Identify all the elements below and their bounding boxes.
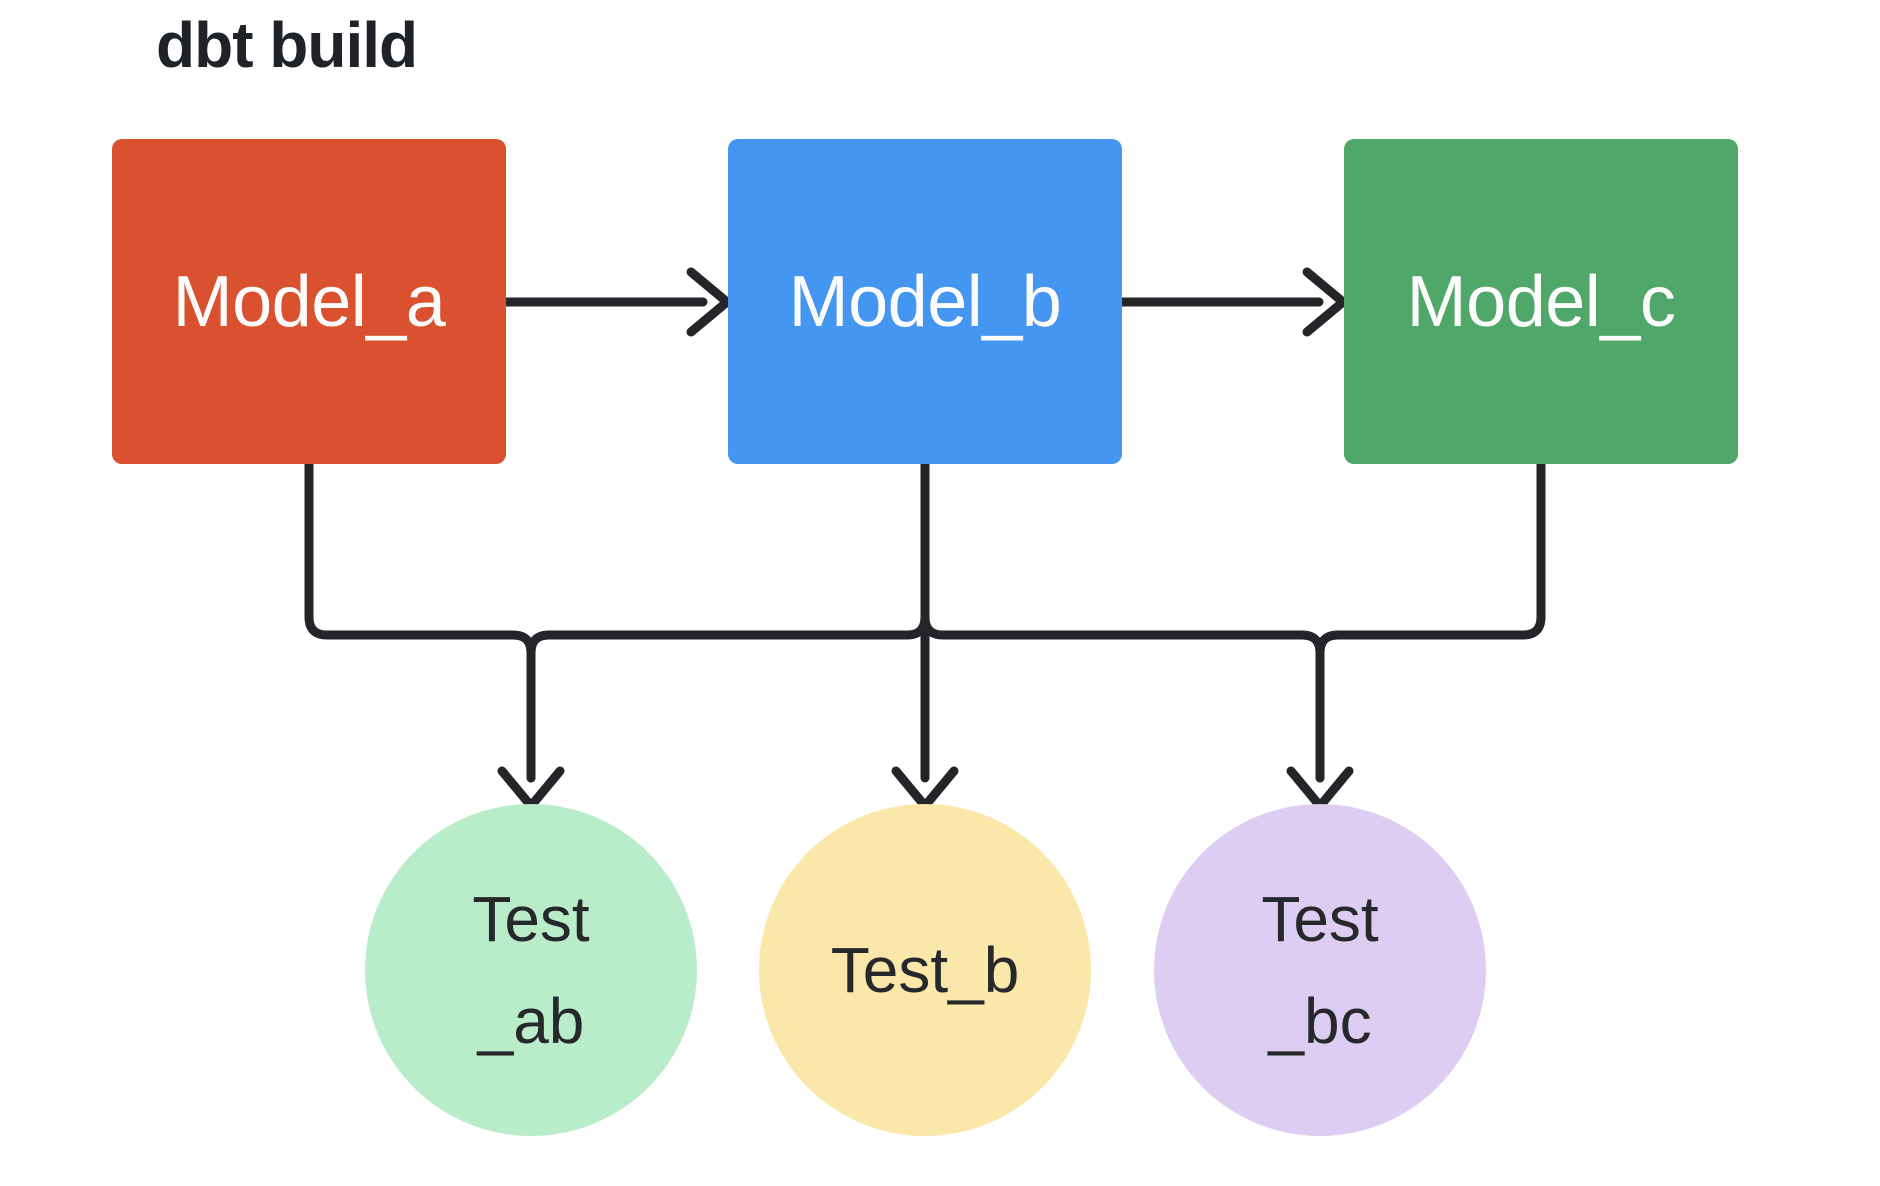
edge-model-a-to-test-ab bbox=[304, 459, 536, 783]
diagram-title: dbt build bbox=[156, 9, 418, 81]
edge-model-c-to-test-bc bbox=[1315, 459, 1546, 783]
model-a-label: Model_a bbox=[172, 261, 446, 342]
node-test-bc: Test _bc bbox=[1154, 804, 1486, 1136]
edge-model-b-to-test-ab bbox=[526, 459, 930, 783]
node-test-b: Test_b bbox=[759, 804, 1091, 1136]
test-bc-label-line1: Test bbox=[1261, 883, 1379, 955]
model-c-label: Model_c bbox=[1406, 261, 1676, 342]
node-model-a: Model_a bbox=[112, 139, 506, 464]
arrowhead-model-a-to-model-b bbox=[686, 267, 732, 337]
node-model-c: Model_c bbox=[1344, 139, 1738, 464]
edge-model-b-to-test-bc bbox=[920, 459, 1325, 783]
test-bc-label-line2: _bc bbox=[1268, 985, 1372, 1057]
test-b-label-line1: Test_b bbox=[830, 934, 1020, 1006]
arrowhead-model-b-to-model-c bbox=[1302, 267, 1348, 337]
test-ab-label-line2: _ab bbox=[477, 985, 585, 1057]
node-test-ab: Test _ab bbox=[365, 804, 697, 1136]
model-b-label: Model_b bbox=[788, 261, 1062, 342]
test-ab-label-line1: Test bbox=[472, 883, 590, 955]
node-model-b: Model_b bbox=[728, 139, 1122, 464]
